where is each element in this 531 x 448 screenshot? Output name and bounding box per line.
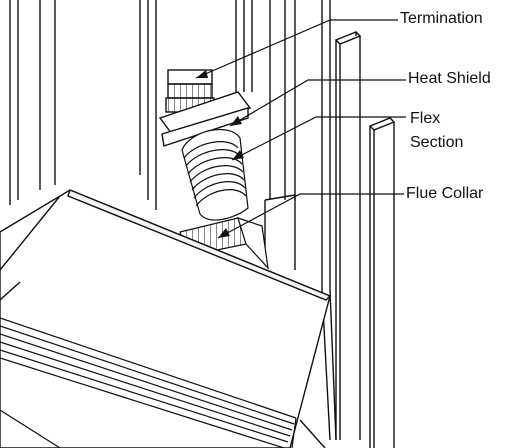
wall-framing — [9, 0, 331, 290]
termination-label: Termination — [400, 10, 483, 27]
heat-shield — [158, 91, 252, 147]
flex-section — [181, 128, 249, 221]
arrow-heads — [196, 70, 244, 238]
louver-panel — [0, 317, 297, 448]
flue-collar-label: Flue Collar — [406, 185, 484, 202]
flex-label-line1: Flex — [410, 110, 441, 127]
heat-shield-label: Heat Shield — [408, 70, 491, 87]
right-post-2 — [368, 117, 396, 448]
right-post — [334, 31, 362, 440]
leader-lines — [195, 19, 406, 239]
flex-label-line2: Section — [410, 134, 464, 151]
fireplace-unit — [0, 189, 332, 448]
